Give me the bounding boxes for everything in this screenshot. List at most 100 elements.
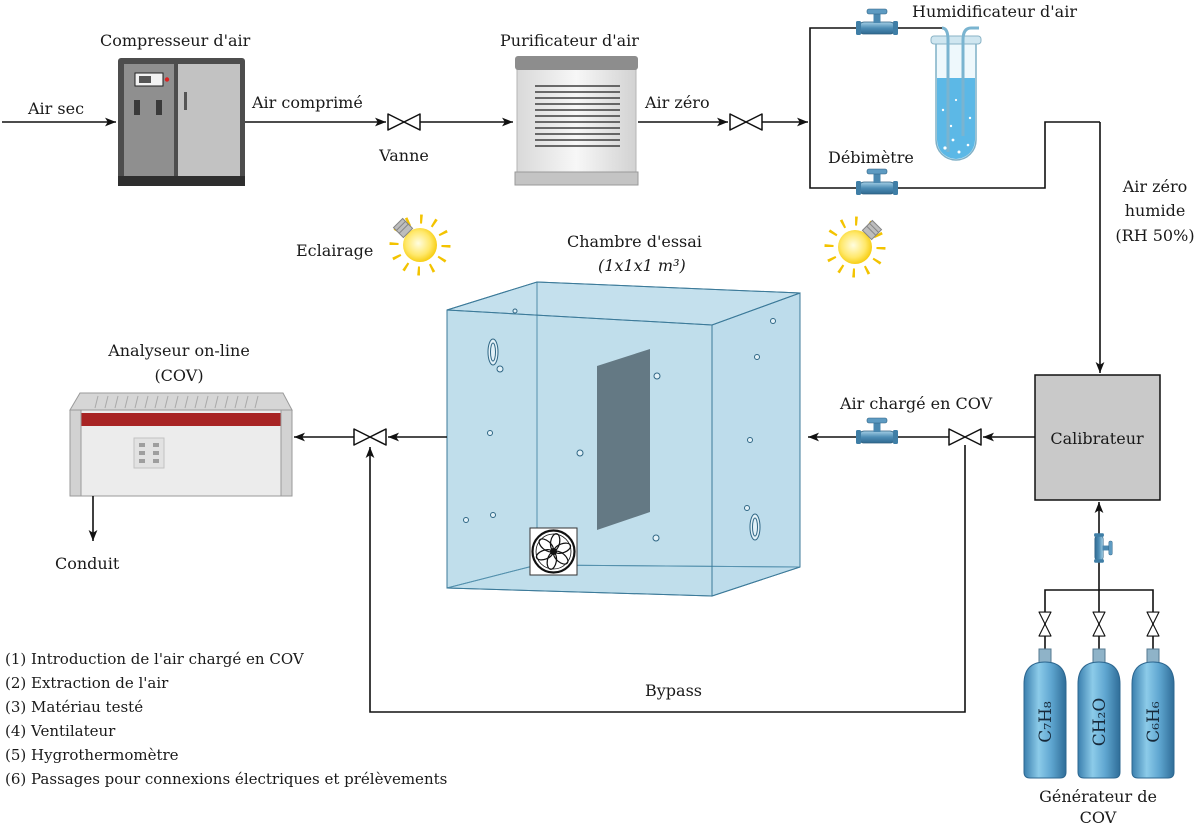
port-ring-inner — [752, 517, 758, 537]
bulb-thread — [395, 220, 409, 234]
compressor-handle — [156, 100, 162, 115]
port-hole — [463, 517, 469, 523]
legend-item: (3) Matériau testé — [5, 698, 143, 716]
port-hole — [487, 430, 493, 436]
port-hole — [512, 308, 518, 314]
analyzer-rack-ear — [280, 409, 293, 497]
legend-item: (6) Passages pour connexions électriques… — [5, 770, 447, 788]
valve-icon — [948, 428, 982, 446]
bulb-thread — [866, 222, 880, 236]
analyzer-stripe — [70, 413, 292, 426]
zero-air-label: Air zéro — [644, 93, 710, 112]
lighting-label: Eclairage — [296, 241, 373, 260]
compressor-base — [118, 176, 245, 186]
cylinder-body — [1023, 661, 1067, 779]
legend-item: (1) Introduction de l'air chargé en COV — [5, 650, 305, 668]
analyzer-label-line1: Analyseur on-line — [107, 341, 250, 360]
voc-generator-label-line2: COV — [1080, 808, 1117, 827]
humidifier-cap — [930, 35, 982, 45]
port-ring-inner — [490, 342, 496, 362]
voc-loaded-air-label: Air chargé en COV — [839, 394, 993, 413]
voc-analyzer — [69, 392, 293, 497]
bypass-label: Bypass — [645, 681, 702, 700]
analyzer-label-line2: (COV) — [154, 366, 203, 385]
chamber-title: Chambre d'essai — [567, 232, 702, 251]
fan-hub — [550, 548, 557, 555]
air-compressor — [118, 58, 245, 186]
valve-icon — [353, 428, 387, 446]
valve-icon — [387, 113, 421, 131]
flowmeter-icon — [1093, 532, 1113, 564]
voc-generator-label-line1: Générateur de — [1039, 787, 1157, 806]
compressor-handle — [184, 92, 187, 110]
port-hole — [747, 437, 753, 443]
humidifier — [930, 26, 982, 161]
port-hole — [490, 512, 496, 518]
humidifier-outlet-tube — [961, 26, 979, 136]
port-hole — [744, 505, 750, 511]
air-purifier — [514, 56, 639, 186]
purifier-cap — [515, 56, 638, 70]
cylinder-label: C₇H₈ — [1036, 701, 1056, 743]
analyzer-control-panel — [133, 437, 165, 469]
compressor-handle — [134, 100, 140, 115]
gas-cylinder-toluene: C₇H₈ — [1023, 648, 1067, 779]
gas-cylinder-benzene: C₆H₆ — [1131, 648, 1175, 779]
legend-item: (2) Extraction de l'air — [5, 674, 169, 692]
bulb-base — [861, 219, 883, 241]
port-hole — [754, 354, 760, 360]
valve-icon — [1092, 611, 1106, 637]
port-hole — [770, 318, 776, 324]
purifier-label: Purificateur d'air — [500, 31, 639, 50]
humidifier-inlet-tube — [941, 26, 950, 152]
purifier-grille — [535, 85, 620, 147]
fan-ring — [535, 533, 572, 570]
port-ring — [749, 513, 761, 541]
humid-air-label-line3: (RH 50%) — [1115, 226, 1194, 245]
valve-label: Vanne — [378, 146, 429, 165]
cylinder-label: C₆H₆ — [1144, 701, 1164, 743]
bulb-base — [392, 217, 414, 239]
calibrator-box — [1034, 374, 1161, 501]
compressor-indicator-light — [164, 77, 170, 82]
humid-air-label-line2: humide — [1125, 201, 1186, 220]
humidifier-label: Humidificateur d'air — [912, 2, 1077, 21]
humid-air-label-line1: Air zéro — [1122, 177, 1188, 196]
analyzer-rack-ear — [69, 409, 82, 497]
legend-item: (4) Ventilateur — [5, 722, 116, 740]
chamber-right-face — [711, 292, 801, 597]
flowmeter-label: Débimètre — [828, 148, 914, 167]
port-hole — [653, 372, 661, 380]
compressed-air-label: Air comprimé — [251, 93, 363, 112]
port-hole — [496, 365, 504, 373]
cylinder-body — [1077, 661, 1121, 779]
humidifier-loop-pipe — [809, 27, 1100, 189]
valve-icon — [729, 113, 763, 131]
humidifier-bubbles — [941, 98, 972, 154]
compressor-right-panel — [178, 64, 240, 176]
bypass-pipe — [365, 445, 966, 713]
port-hole — [652, 534, 660, 542]
valve-icon — [1038, 611, 1052, 637]
light-bulb-icon — [824, 216, 886, 278]
bulb-glass — [403, 228, 437, 262]
flowmeter-icon — [855, 8, 899, 36]
port-hole — [576, 449, 584, 457]
compressor-label: Compresseur d'air — [100, 31, 251, 50]
port-ring — [487, 338, 499, 366]
fan-icon — [529, 527, 578, 576]
purifier-base — [514, 171, 639, 186]
test-chamber — [446, 281, 801, 597]
chamber-ports — [463, 308, 776, 542]
cylinder-body — [1131, 661, 1175, 779]
light-rays — [824, 216, 886, 278]
tested-material-panel — [597, 349, 650, 530]
light-bulb-icon — [389, 214, 451, 276]
flowmeter-icon — [855, 168, 899, 196]
cylinder-label: CH₂O — [1090, 698, 1110, 747]
analyzer-top — [69, 392, 293, 411]
legend-item: (5) Hygrothermomètre — [5, 746, 179, 764]
chamber-dimensions: (1x1x1 m³) — [598, 256, 686, 275]
valve-icon — [1146, 611, 1160, 637]
light-rays — [389, 214, 451, 276]
